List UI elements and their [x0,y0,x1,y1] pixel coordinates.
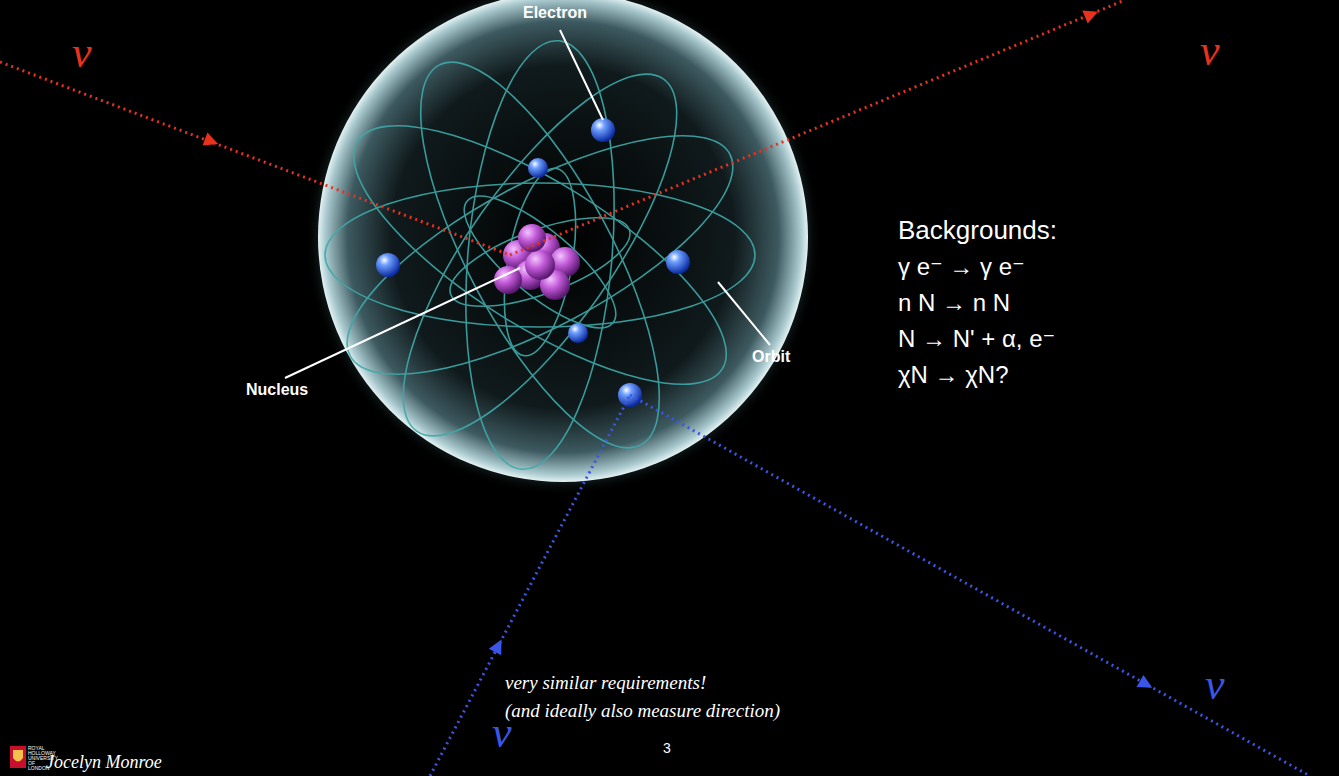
note-text: (and ideally also measure direction) [505,700,780,722]
note-heading: Backgrounds: [898,216,1057,246]
background-process: N → N' + α, e⁻ [898,325,1055,353]
neutrino-symbol: ν [72,28,92,79]
part-label: Electron [523,4,587,22]
background-process: χN → χN? [898,361,1009,389]
part-label: Orbit [752,348,790,366]
neutrino-symbol: ν [1205,660,1225,711]
background-process: γ e⁻ → γ e⁻ [898,253,1025,281]
background-process: n N → n N [898,289,1010,317]
author-name: Jocelyn Monroe [46,752,162,773]
page-number: 3 [663,740,671,756]
part-label: Nucleus [246,381,308,399]
logo-text: ROYAL HOLLOWAY UNIVERSITY OF LONDON [28,746,44,771]
neutrino-symbol: ν [1200,26,1220,77]
note-text: very similar requirements! [505,672,706,694]
